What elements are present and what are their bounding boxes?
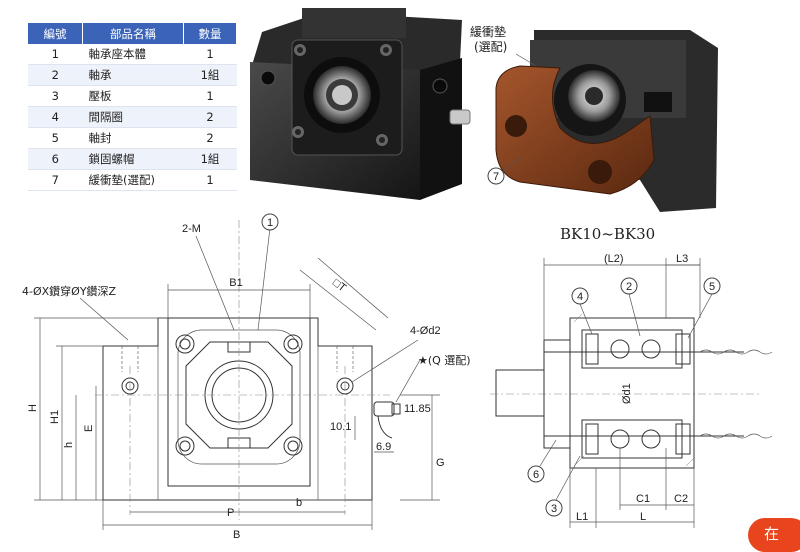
side-section-drawing	[490, 258, 773, 528]
cell-qty: 1組	[183, 64, 237, 86]
cell-no: 3	[28, 85, 83, 107]
label-l: L	[640, 511, 646, 523]
cell-part-name: 軸承	[82, 64, 184, 86]
cell-no: 1	[28, 44, 83, 65]
header-part-name: 部品名稱	[82, 23, 184, 44]
cell-no: 2	[28, 64, 83, 86]
part-balloon	[487, 167, 505, 185]
cell-no: 7	[28, 169, 83, 191]
cell-part-name: 鎖固螺帽	[82, 148, 184, 170]
chat-widget-button[interactable]: 在	[748, 518, 800, 552]
dim-1185: 11.85	[404, 403, 431, 415]
damper-callout-line1: 緩衝墊	[470, 25, 506, 39]
label-b: B	[233, 529, 240, 541]
side-balloon-3: 3	[551, 503, 557, 515]
table-header-row: 編號 部品名稱 數量	[28, 23, 237, 44]
damper-balloon-number: 7	[493, 171, 499, 183]
label-h-upper: H	[27, 404, 39, 412]
label-d1: Ød1	[621, 383, 633, 404]
cell-part-name: 壓板	[82, 85, 184, 107]
cell-no: 5	[28, 127, 83, 149]
label-option: ★(Q 選配)	[418, 354, 471, 367]
side-balloon-4: 4	[577, 291, 583, 303]
part-balloon	[527, 465, 545, 483]
support-unit-with-damper-photo	[487, 30, 718, 212]
label-t: □T	[330, 277, 348, 295]
label-h1: H1	[49, 410, 61, 424]
support-unit-photo	[250, 8, 471, 200]
label-holes: 4-ØX鑽穿ØY鑽深Z	[22, 284, 117, 298]
side-balloon-6: 6	[533, 469, 539, 481]
label-c1: C1	[636, 493, 650, 505]
cell-qty: 1	[183, 169, 237, 191]
front-balloon-1: 1	[267, 217, 273, 229]
cell-part-name: 緩衝墊(選配)	[82, 169, 184, 191]
header-qty: 數量	[183, 23, 237, 44]
cell-qty: 1	[183, 44, 237, 65]
cell-qty: 2	[183, 127, 237, 149]
side-balloon-2: 2	[626, 281, 632, 293]
label-l2: (L2)	[604, 253, 624, 265]
label-h-lower: h	[63, 442, 75, 448]
cell-qty: 1	[183, 85, 237, 107]
part-balloon	[545, 499, 563, 517]
part-balloon	[620, 277, 638, 295]
cell-part-name: 間隔圈	[82, 106, 184, 128]
label-b1: B1	[229, 277, 242, 289]
label-l1: L1	[576, 511, 588, 523]
damper-callout-line2: (選配)	[474, 40, 507, 54]
part-balloon	[703, 277, 721, 295]
label-p: P	[227, 507, 234, 519]
series-label: BK10~BK30	[560, 225, 655, 243]
cell-no: 6	[28, 148, 83, 170]
cell-qty: 2	[183, 106, 237, 128]
label-g: G	[436, 457, 445, 469]
label-d2: 4-Ød2	[410, 325, 441, 337]
part-balloon	[261, 213, 279, 231]
side-balloon-5: 5	[709, 281, 715, 293]
label-l3: L3	[676, 253, 688, 265]
dim-101: 10.1	[330, 421, 351, 433]
dim-69: 6.9	[376, 441, 391, 453]
header-no: 編號	[28, 23, 83, 44]
cell-part-name: 軸封	[82, 127, 184, 149]
label-b-small: b	[296, 497, 302, 509]
front-view-drawing	[34, 213, 440, 530]
label-2m: 2-M	[182, 223, 201, 235]
cell-part-name: 軸承座本體	[82, 44, 184, 65]
cell-no: 4	[28, 106, 83, 128]
cell-qty: 1組	[183, 148, 237, 170]
label-c2: C2	[674, 493, 688, 505]
part-balloon	[571, 287, 589, 305]
label-e: E	[83, 425, 95, 432]
